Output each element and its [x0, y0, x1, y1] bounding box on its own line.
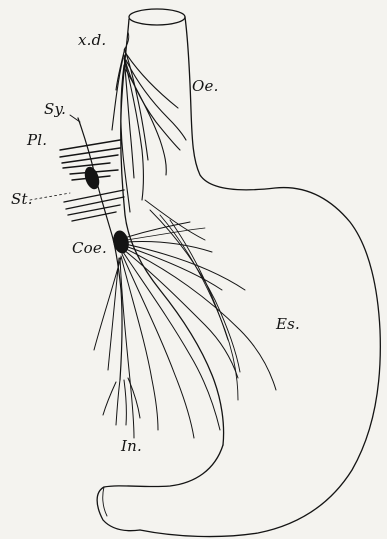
vagus-dexter-label: x.d.	[78, 33, 106, 48]
coeliac-branches	[94, 222, 276, 438]
plexus-label: Pl.	[27, 133, 47, 148]
stellate-pointer	[30, 193, 70, 200]
gastric-branches	[145, 200, 240, 400]
stomach-label: Es.	[276, 317, 300, 332]
intestine-label: In.	[121, 439, 142, 454]
oesophagus-label: Oe.	[192, 79, 219, 94]
stomach-outline	[97, 9, 380, 537]
oesophagus-opening	[129, 9, 185, 25]
coeliac-label: Coe.	[72, 241, 107, 256]
sympathetic-label: Sy.	[44, 102, 66, 117]
stellate-label: St.	[11, 192, 33, 207]
intestinal-nerves	[103, 378, 140, 425]
stellate-roots	[30, 190, 124, 221]
